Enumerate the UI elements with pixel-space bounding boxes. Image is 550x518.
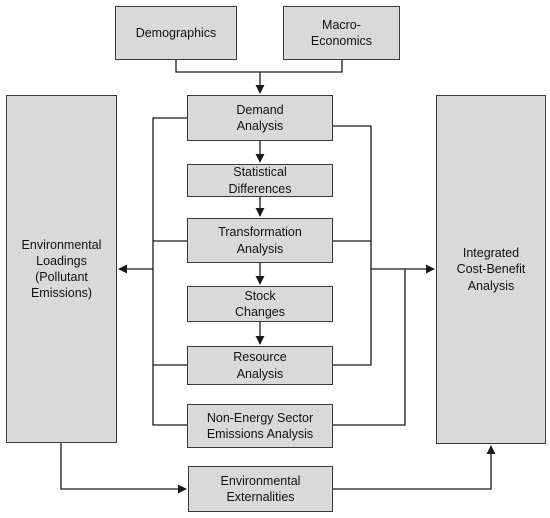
integrated-cba-box: Integrated Cost-Benefit Analysis	[436, 95, 546, 444]
macro-connector	[260, 60, 343, 73]
transformation-analysis-label: Transformation Analysis	[218, 225, 302, 256]
right-bus	[333, 125, 372, 366]
environmental-externalities-box: Environmental Externalities	[188, 466, 333, 512]
demographics-connector	[175, 60, 260, 73]
stock-changes-box: Stock Changes	[187, 286, 333, 322]
statistical-differences-label: Statistical Differences	[228, 165, 292, 196]
non-energy-sector-box: Non-Energy Sector Emissions Analysis	[187, 404, 333, 448]
integrated-cba-label: Integrated Cost-Benefit Analysis	[456, 246, 526, 293]
macro-economics-box: Macro- Economics	[283, 6, 400, 60]
statistical-differences-box: Statistical Differences	[187, 164, 333, 197]
demand-analysis-box: Demand Analysis	[187, 95, 333, 141]
environmental-externalities-label: Environmental Externalities	[220, 473, 301, 504]
arrow-externalities-to-cba	[333, 445, 496, 490]
right-nonenergy-line	[333, 269, 406, 426]
resource-analysis-box: Resource Analysis	[187, 346, 333, 385]
environmental-loadings-box: Environmental Loadings (Pollutant Emissi…	[6, 95, 117, 443]
environmental-loadings-label: Environmental Loadings (Pollutant Emissi…	[21, 237, 102, 301]
arrow-loadings-to-externalities	[60, 443, 187, 494]
demographics-label: Demographics	[135, 25, 217, 40]
resource-analysis-label: Resource Analysis	[233, 350, 287, 381]
macro-economics-label: Macro- Economics	[310, 17, 373, 48]
left-bus	[152, 117, 187, 426]
stock-changes-label: Stock Changes	[234, 288, 286, 319]
demographics-box: Demographics	[115, 6, 237, 60]
non-energy-sector-label: Non-Energy Sector Emissions Analysis	[206, 410, 314, 441]
demand-analysis-label: Demand Analysis	[236, 102, 284, 133]
transformation-analysis-box: Transformation Analysis	[187, 218, 333, 263]
